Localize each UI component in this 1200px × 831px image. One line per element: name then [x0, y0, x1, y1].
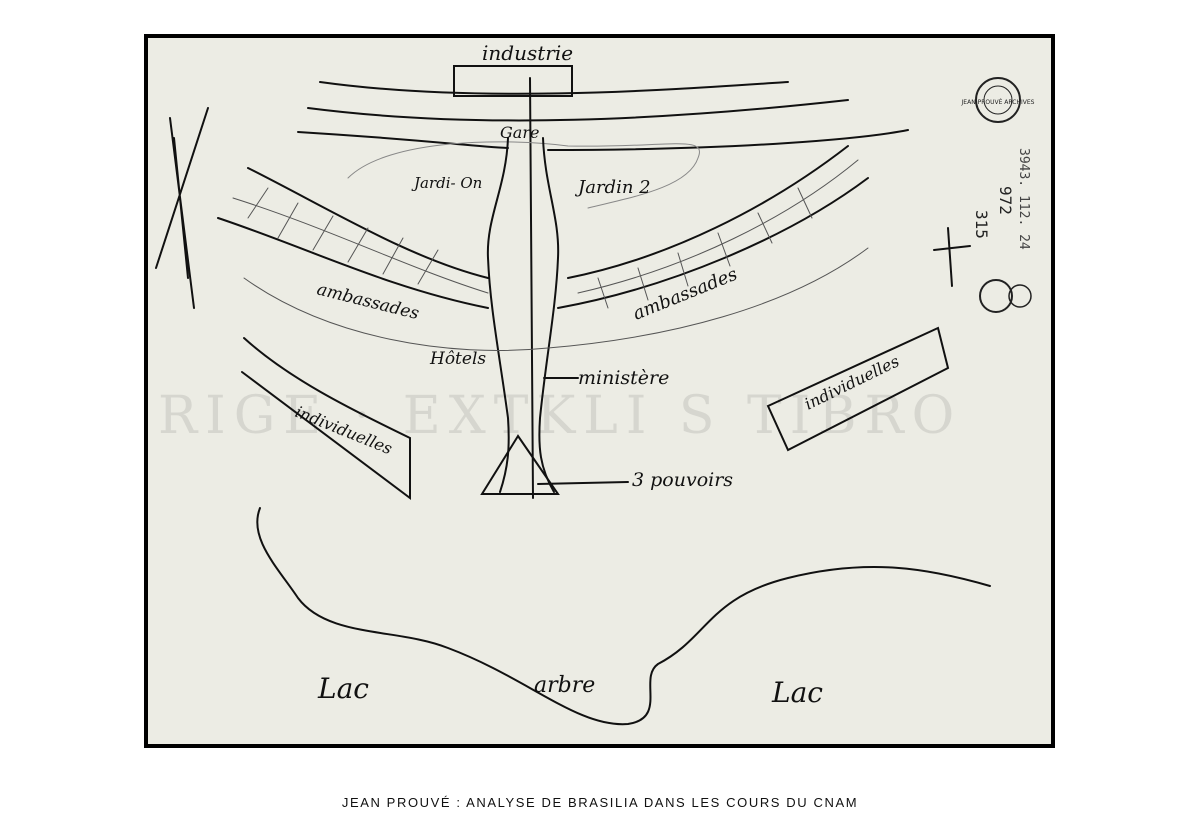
top-road-4	[547, 129, 909, 151]
label-lac-right: Lac	[771, 676, 823, 709]
top-road-3	[297, 131, 509, 149]
archive-number-2: 315	[972, 210, 991, 239]
archive-number-1: 972	[996, 186, 1015, 215]
brasilia-sketch: RIGE · EXTKLI S TIBRO	[155, 41, 1035, 726]
right-wing-upper	[567, 145, 849, 279]
left-wing-upper	[247, 167, 489, 279]
lower-arc	[243, 247, 869, 351]
right-wing-lower	[557, 177, 869, 309]
label-arbre: arbre	[534, 673, 595, 698]
stamp-text: JEAN PROUVÉ ARCHIVES	[961, 98, 1035, 106]
archive-reference: 3943. 112. 24	[1016, 148, 1031, 250]
three-powers-pointer	[537, 481, 629, 485]
loop-curve	[347, 141, 700, 209]
left-residential-box	[241, 371, 411, 500]
drawing-frame: RIGE · EXTKLI S TIBRO	[144, 34, 1055, 748]
right-cross	[933, 227, 971, 287]
axis-right-edge	[538, 137, 560, 493]
label-gare: Gare	[500, 123, 539, 142]
archive-stamp	[975, 77, 1032, 313]
label-lac-left: Lac	[317, 672, 369, 705]
label-hotels: Hôtels	[429, 349, 486, 369]
top-road-2	[307, 99, 849, 122]
lake-shoreline	[256, 507, 991, 726]
left-residential-upper	[243, 337, 411, 439]
left-margin-strokes	[155, 107, 209, 309]
label-jardin-left: Jardi- On	[411, 174, 482, 192]
sketch-paper: RIGE · EXTKLI S TIBRO	[148, 38, 1051, 744]
label-trois-pouvoirs: 3 pouvoirs	[632, 469, 733, 491]
label-ministere: ministère	[578, 367, 669, 389]
figure-caption: JEAN PROUVÉ : ANALYSE DE BRASILIA DANS L…	[341, 795, 859, 810]
label-jardin-right: Jardin 2	[574, 177, 651, 198]
label-industrie: industrie	[482, 41, 573, 65]
three-powers-triangle	[480, 434, 560, 495]
right-residential-box	[766, 326, 950, 452]
main-axis	[529, 77, 534, 499]
bleed-through-text: RIGE · EXTKLI S TIBRO	[158, 386, 962, 446]
axis-left-edge	[486, 137, 510, 493]
left-wing-hatch	[247, 187, 439, 285]
left-wing-lower	[217, 217, 489, 309]
right-wing-hatch	[597, 187, 813, 309]
industrie-box	[453, 65, 573, 97]
top-road-1	[319, 81, 789, 95]
